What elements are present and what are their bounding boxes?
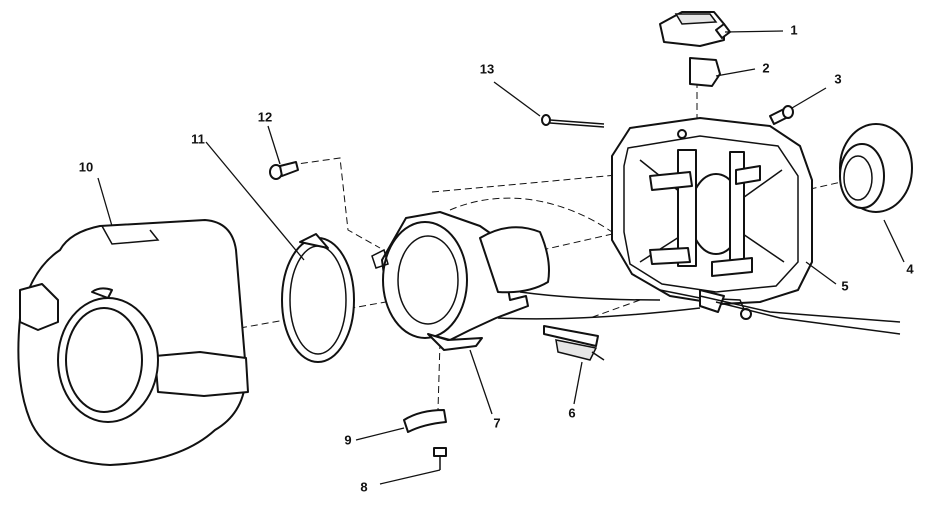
callout-1: 1 (790, 22, 797, 37)
shroud-housing-part (371, 211, 550, 351)
bearing-seal-part (839, 123, 913, 213)
callout-7: 7 (493, 415, 500, 430)
gasket-ring-part (281, 233, 355, 363)
callout-12: 12 (258, 109, 272, 124)
callout-2: 2 (762, 60, 769, 75)
callout-9: 9 (344, 432, 351, 447)
strap-sleeve-part (689, 57, 721, 87)
callout-13: 13 (480, 61, 494, 76)
callout-3: 3 (834, 71, 841, 86)
clip-part (403, 409, 447, 433)
screw-part (433, 447, 447, 470)
callout-labels: 1 2 3 4 5 6 7 8 9 10 11 12 13 (79, 22, 915, 494)
callout-6: 6 (568, 405, 575, 420)
callout-4: 4 (906, 261, 914, 276)
callout-10: 10 (79, 159, 93, 174)
motor-frame-part (497, 117, 901, 335)
small-screw-part (269, 161, 299, 180)
connector-plug-part (659, 11, 731, 47)
callout-8: 8 (360, 479, 367, 494)
long-screw-part (541, 114, 605, 128)
front-cover-part (17, 219, 249, 466)
callout-11: 11 (191, 131, 205, 146)
callout-5: 5 (841, 278, 848, 293)
callout-leaders (97, 30, 905, 485)
side-screw-part (769, 105, 794, 125)
brush-terminal-part (543, 325, 605, 361)
